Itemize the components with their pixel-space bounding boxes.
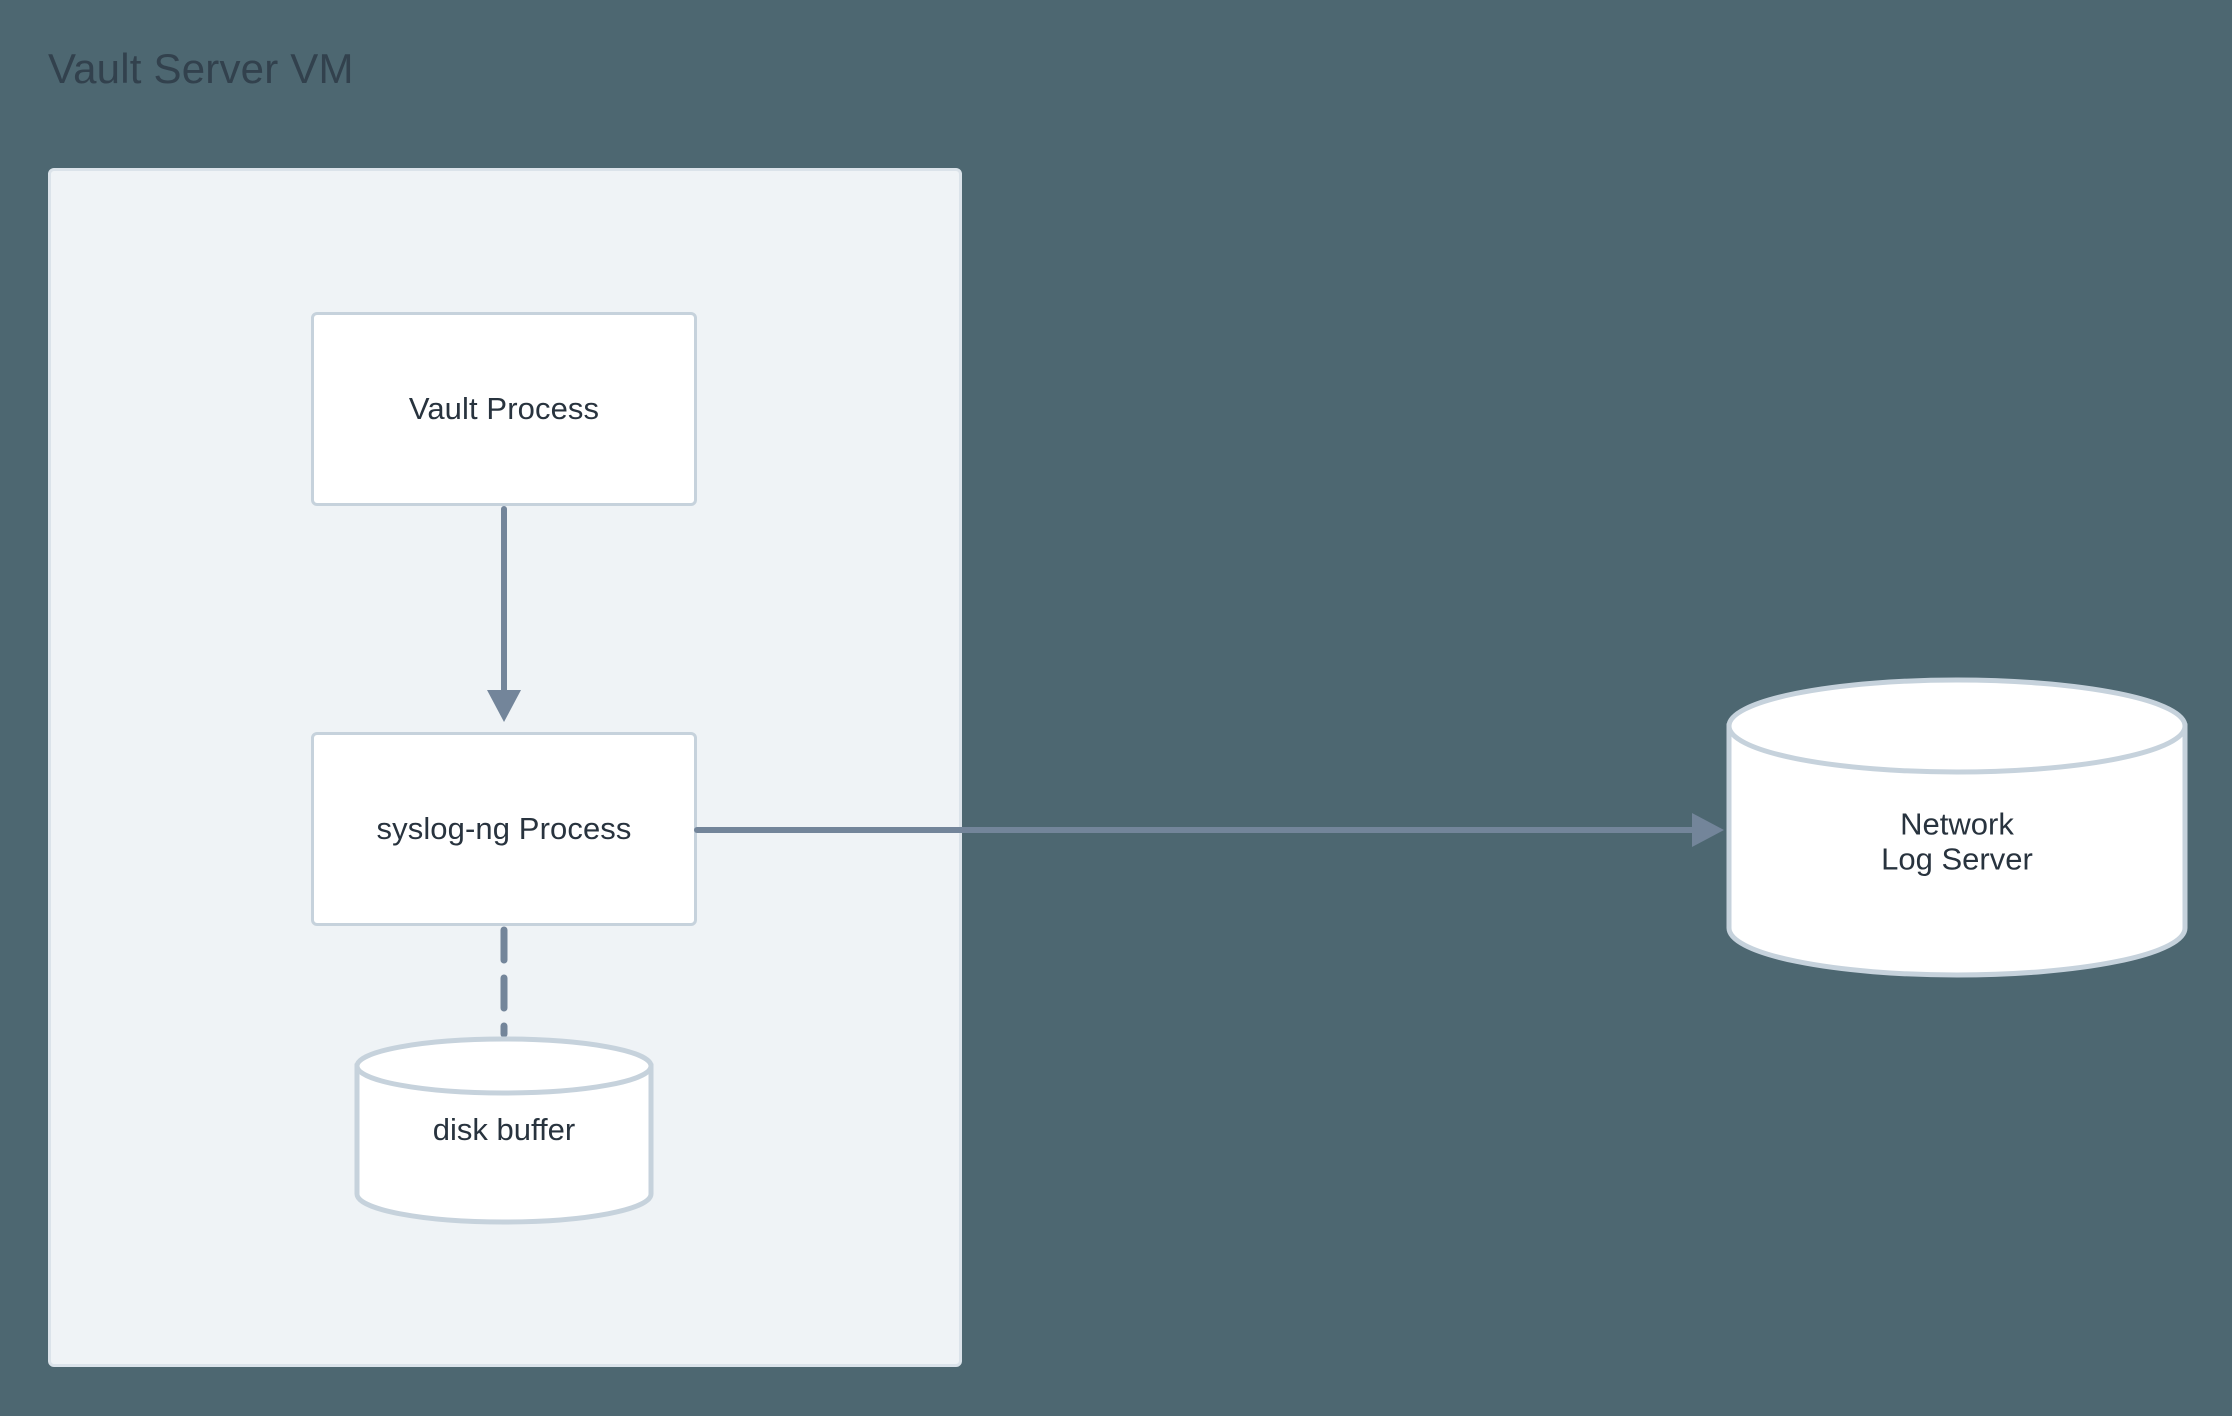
edge-syslog-to-disk-dashed — [478, 926, 530, 1040]
network-log-server-top-cap — [1726, 677, 2188, 775]
node-vault-process[interactable]: Vault Process — [311, 312, 697, 506]
arrowhead-right-icon — [1692, 813, 1724, 847]
edge-vault-to-syslog-arrow — [478, 506, 530, 734]
edge-syslog-to-network-arrow — [694, 804, 1736, 856]
arrowhead-down-icon — [487, 690, 521, 722]
node-vault-process-label: Vault Process — [408, 391, 600, 426]
node-syslog-ng-process-label: syslog-ng Process — [376, 811, 632, 846]
node-network-log-server[interactable]: Network Log Server — [1726, 676, 2188, 978]
network-log-server-body — [1726, 723, 2188, 978]
page-title: Vault Server VM — [48, 45, 354, 92]
node-syslog-ng-process[interactable]: syslog-ng Process — [311, 732, 697, 926]
disk-buffer-top-cap — [354, 1036, 654, 1096]
node-disk-buffer[interactable]: disk buffer — [354, 1036, 654, 1225]
disk-buffer-body — [354, 1063, 654, 1225]
